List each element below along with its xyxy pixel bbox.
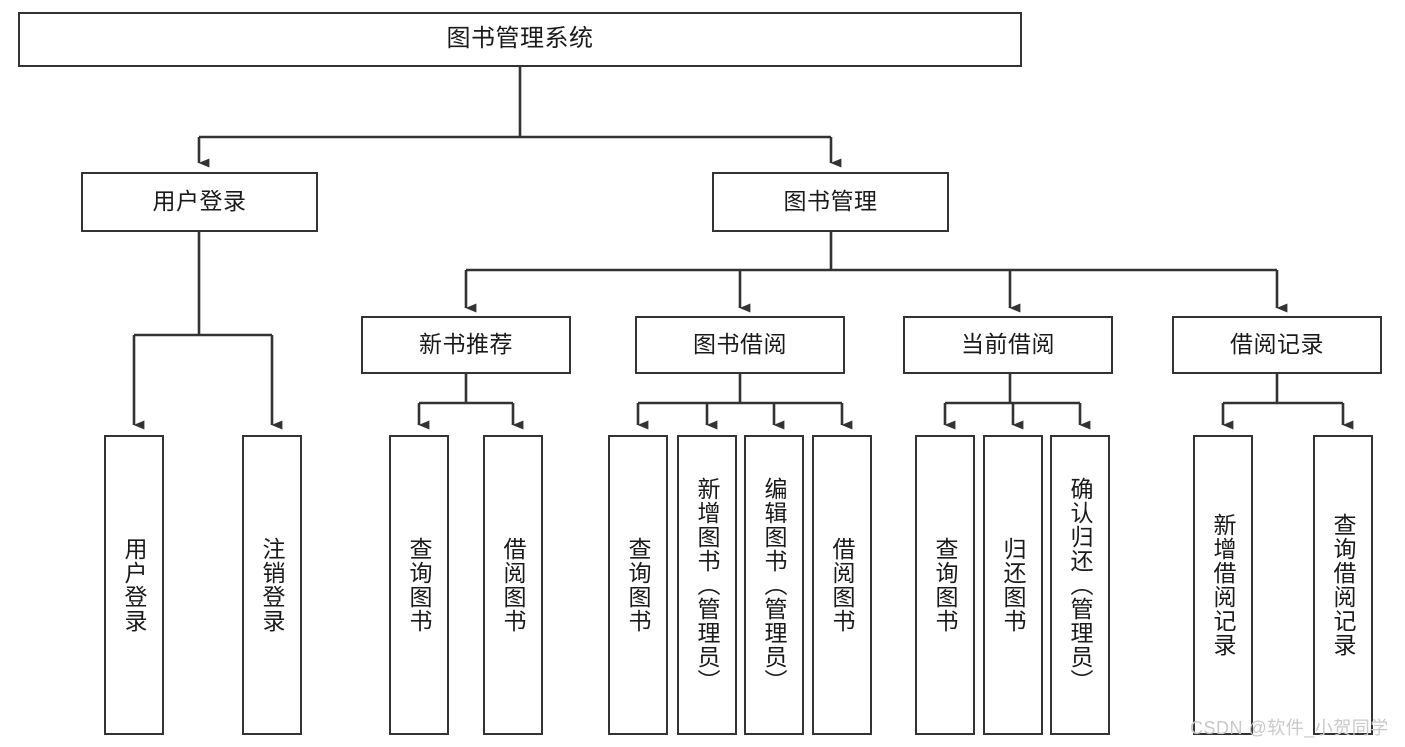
node-leaf-borrow-book-1-label: 借阅图书	[500, 537, 527, 633]
node-leaf-borrow-book-1[interactable]: 借阅图书	[483, 435, 543, 735]
node-leaf-user-login-label: 用户登录	[121, 537, 148, 633]
node-leaf-logout-login[interactable]: 注销登录	[242, 435, 302, 735]
node-root-system[interactable]: 图书管理系统	[18, 12, 1022, 67]
node-leaf-query-book-2[interactable]: 查询图书	[608, 435, 668, 735]
node-leaf-return-book[interactable]: 归还图书	[983, 435, 1043, 735]
node-leaf-confirm-return-admin-label: 确认归还（管理员）	[1067, 477, 1094, 693]
node-book-manage[interactable]: 图书管理	[712, 172, 949, 232]
node-leaf-edit-book-admin[interactable]: 编辑图书（管理员）	[744, 435, 804, 735]
node-borrow-record[interactable]: 借阅记录	[1172, 316, 1382, 374]
csdn-watermark: CSDN @软件_小贺同学	[1190, 718, 1389, 738]
node-book-borrow[interactable]: 图书借阅	[635, 316, 845, 374]
node-leaf-add-book-admin-label: 新增图书（管理员）	[694, 477, 721, 693]
node-leaf-return-book-label: 归还图书	[1000, 537, 1027, 633]
node-leaf-confirm-return-admin[interactable]: 确认归还（管理员）	[1050, 435, 1110, 735]
node-leaf-query-borrow-record[interactable]: 查询借阅记录	[1313, 435, 1373, 735]
node-leaf-user-login[interactable]: 用户登录	[104, 435, 164, 735]
node-leaf-add-borrow-record-label: 新增借阅记录	[1210, 513, 1237, 657]
node-leaf-add-borrow-record[interactable]: 新增借阅记录	[1193, 435, 1253, 735]
node-leaf-query-book-3[interactable]: 查询图书	[915, 435, 975, 735]
node-leaf-query-book-1[interactable]: 查询图书	[389, 435, 449, 735]
node-new-book-recommend[interactable]: 新书推荐	[361, 316, 571, 374]
node-leaf-query-book-1-label: 查询图书	[406, 537, 433, 633]
node-leaf-borrow-book-2[interactable]: 借阅图书	[812, 435, 872, 735]
node-leaf-add-book-admin[interactable]: 新增图书（管理员）	[677, 435, 737, 735]
node-leaf-borrow-book-2-label: 借阅图书	[829, 537, 856, 633]
node-leaf-query-book-2-label: 查询图书	[625, 537, 652, 633]
node-current-borrow[interactable]: 当前借阅	[903, 316, 1113, 374]
node-leaf-logout-login-label: 注销登录	[259, 537, 286, 633]
node-leaf-query-book-3-label: 查询图书	[932, 537, 959, 633]
node-user-login[interactable]: 用户登录	[81, 172, 318, 232]
node-leaf-query-borrow-record-label: 查询借阅记录	[1330, 513, 1357, 657]
node-leaf-edit-book-admin-label: 编辑图书（管理员）	[761, 477, 788, 693]
